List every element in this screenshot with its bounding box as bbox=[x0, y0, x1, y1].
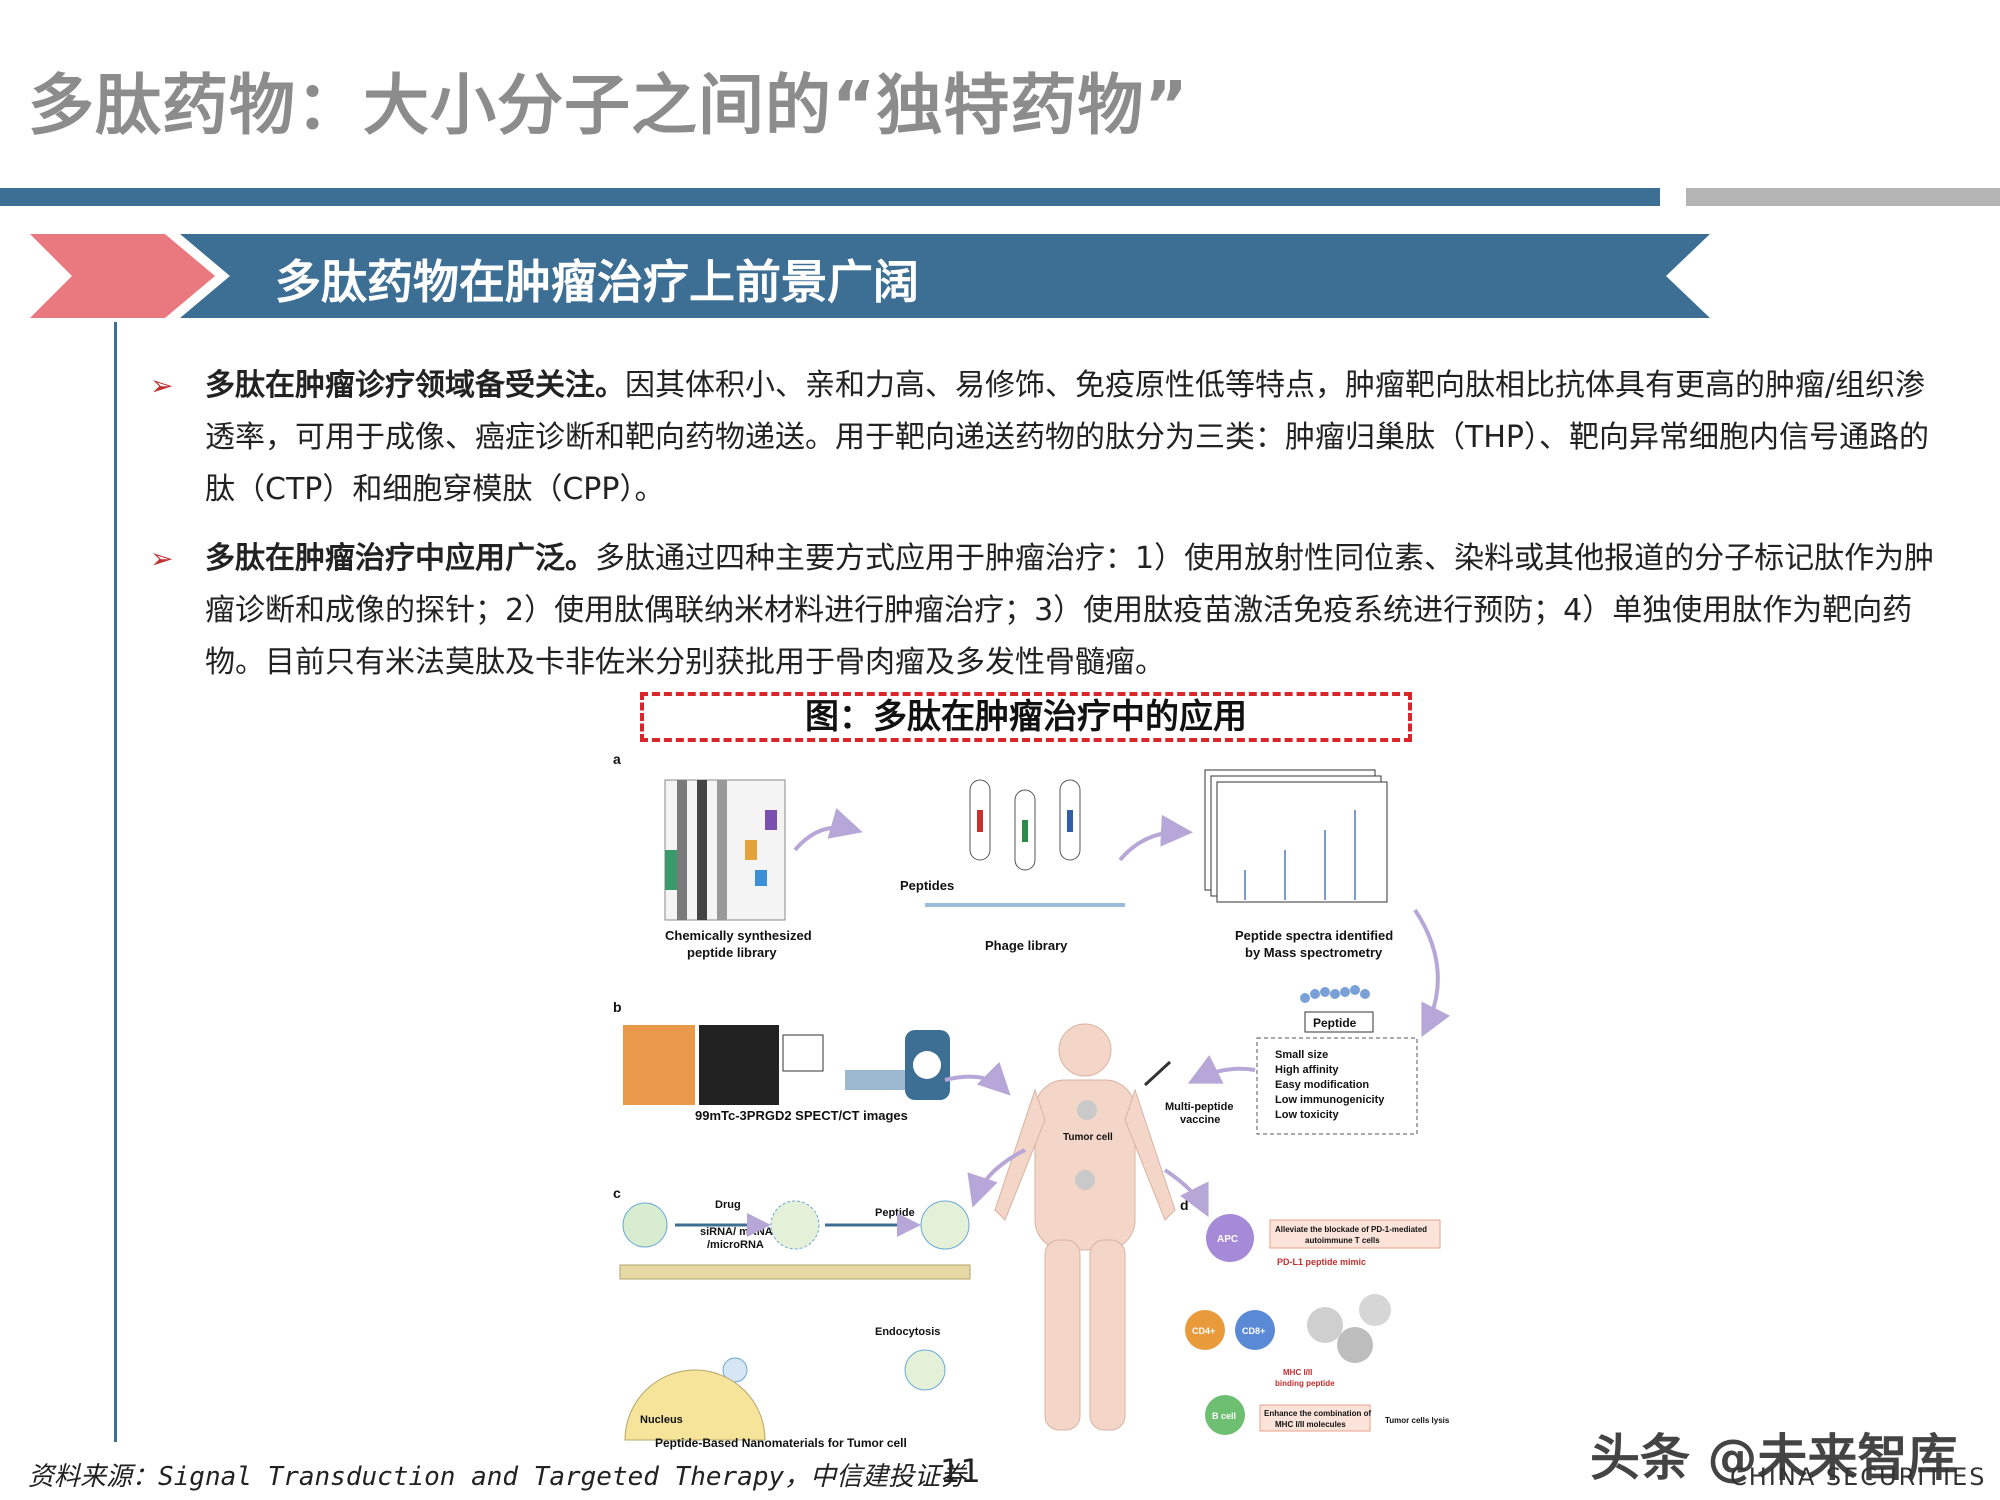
peptides-label: Peptides bbox=[900, 878, 954, 893]
tumor-cell-label: Tumor cell bbox=[1063, 1132, 1113, 1143]
mass-spectra-icon bbox=[1204, 769, 1388, 903]
peptide-library-grid-icon bbox=[664, 779, 786, 921]
cd4-label: CD4+ bbox=[1192, 1326, 1215, 1336]
feature-5: Low toxicity bbox=[1275, 1109, 1339, 1121]
panel-b-label: b bbox=[613, 999, 622, 1015]
vaccine-label-1: Multi-peptide bbox=[1165, 1101, 1233, 1113]
monitor-icon bbox=[782, 1034, 824, 1072]
bcell-label: B cell bbox=[1212, 1411, 1236, 1421]
page-title: 多肽药物：大小分子之间的“独特药物” bbox=[28, 67, 1189, 144]
pdl1-mimic-label: PD-L1 peptide mimic bbox=[1277, 1257, 1366, 1267]
peptide-c-label: Peptide bbox=[875, 1207, 915, 1219]
feature-4: Low immunogenicity bbox=[1275, 1094, 1385, 1106]
bullet-heading: 多肽在肿瘤治疗中应用广泛。 bbox=[205, 541, 595, 576]
watermark: 头条 @未来智库 bbox=[1590, 1429, 1958, 1487]
alleviate-text-2: autoimmune T cells bbox=[1305, 1236, 1380, 1245]
panel-a-label: a bbox=[613, 751, 621, 767]
brand-logo: CHINA SECURITIES bbox=[1730, 1463, 1987, 1491]
lysis-label: Tumor cells lysis bbox=[1385, 1416, 1450, 1425]
spect-caption: 99mTc-3PRGD2 SPECT/CT images bbox=[695, 1108, 908, 1123]
enhance-text-2: MHC I/II molecules bbox=[1275, 1420, 1346, 1429]
b-cell-icon bbox=[1205, 1395, 1245, 1435]
cell-membrane-icon bbox=[619, 1264, 971, 1280]
nucleus-icon bbox=[624, 1369, 766, 1441]
spect-image-1 bbox=[623, 1025, 695, 1105]
mhc-binding-1: MHC I/II bbox=[1283, 1368, 1312, 1377]
apc-cell-icon bbox=[1206, 1214, 1254, 1262]
alleviate-text-1: Alleviate the blockade of PD-1-mediated bbox=[1275, 1225, 1427, 1234]
spectra-caption-1: Peptide spectra identified bbox=[1235, 928, 1393, 943]
peptide-chain-icon bbox=[1300, 985, 1370, 1003]
nanomaterial-caption: Peptide-Based Nanomaterials for Tumor ce… bbox=[655, 1436, 907, 1450]
panel-d-label: d bbox=[1180, 1197, 1189, 1213]
bullet-paragraph-2: ➢ 多肽在肿瘤治疗中应用广泛。多肽通过四种主要方式应用于肿瘤治疗：1）使用放射性… bbox=[150, 533, 1940, 689]
cd8-cell-icon bbox=[1235, 1310, 1275, 1350]
apc-label: APC bbox=[1217, 1234, 1238, 1245]
spectra-caption-2: by Mass spectrometry bbox=[1245, 945, 1383, 960]
source-note: 资料来源：Signal Transduction and Targeted Th… bbox=[28, 1462, 967, 1492]
library-caption-1: Chemically synthesized bbox=[665, 928, 812, 943]
drug-label: Drug bbox=[715, 1199, 741, 1211]
nucleus-label: Nucleus bbox=[640, 1414, 683, 1426]
bullet-arrow-icon: ➢ bbox=[150, 369, 174, 402]
content-guide-line bbox=[114, 322, 117, 1442]
cd8-label: CD8+ bbox=[1242, 1326, 1265, 1336]
mhc-binding-2: binding peptide bbox=[1275, 1379, 1335, 1388]
human-body-icon bbox=[994, 1023, 1176, 1431]
syringe-icon bbox=[1143, 1060, 1172, 1087]
feature-1: Small size bbox=[1275, 1049, 1328, 1061]
figure-diagram: a Chemically synthesized peptide library… bbox=[613, 751, 1451, 1450]
figure-title-frame bbox=[640, 692, 1412, 742]
section-banner bbox=[30, 234, 1710, 318]
bullet-arrow-icon: ➢ bbox=[150, 542, 174, 575]
bullet-heading: 多肽在肿瘤诊疗领域备受关注。 bbox=[205, 368, 625, 403]
section-title: 多肽药物在肿瘤治疗上前景广阔 bbox=[275, 255, 919, 309]
sirna-label-1: siRNA/ mRNA bbox=[700, 1226, 773, 1238]
header-divider bbox=[0, 188, 1660, 206]
bullet-text: 多肽通过四种主要方式应用于肿瘤治疗：1）使用放射性同位素、染料或其他报道的分子标… bbox=[205, 541, 1935, 680]
enhance-text-1: Enhance the combination of bbox=[1264, 1409, 1371, 1418]
feature-3: Easy modification bbox=[1275, 1079, 1369, 1091]
phage-caption: Phage library bbox=[985, 938, 1068, 953]
sirna-label-2: /microRNA bbox=[707, 1239, 764, 1251]
feature-2: High affinity bbox=[1275, 1064, 1339, 1076]
cd4-cell-icon bbox=[1185, 1310, 1225, 1350]
peptide-label: Peptide bbox=[1313, 1016, 1357, 1030]
header-divider-gray bbox=[1686, 188, 2000, 206]
panel-c-label: c bbox=[613, 1185, 621, 1201]
bullet-paragraph-1: ➢ 多肽在肿瘤诊疗领域备受关注。因其体积小、亲和力高、易修饰、免疫原性低等特点，… bbox=[150, 360, 1940, 516]
vaccine-label-2: vaccine bbox=[1180, 1114, 1220, 1126]
phage-icon bbox=[925, 779, 1125, 907]
scanner-icon bbox=[845, 1030, 950, 1100]
endocytosis-label: Endocytosis bbox=[875, 1326, 940, 1338]
ct-image bbox=[699, 1025, 779, 1105]
page-number: 11 bbox=[940, 1452, 981, 1490]
library-caption-2: peptide library bbox=[687, 945, 777, 960]
bullet-text: 因其体积小、亲和力高、易修饰、免疫原性低等特点，肿瘤靶向肽相比抗体具有更高的肿瘤… bbox=[205, 368, 1929, 507]
figure-title: 图：多肽在肿瘤治疗中的应用 bbox=[805, 697, 1247, 737]
